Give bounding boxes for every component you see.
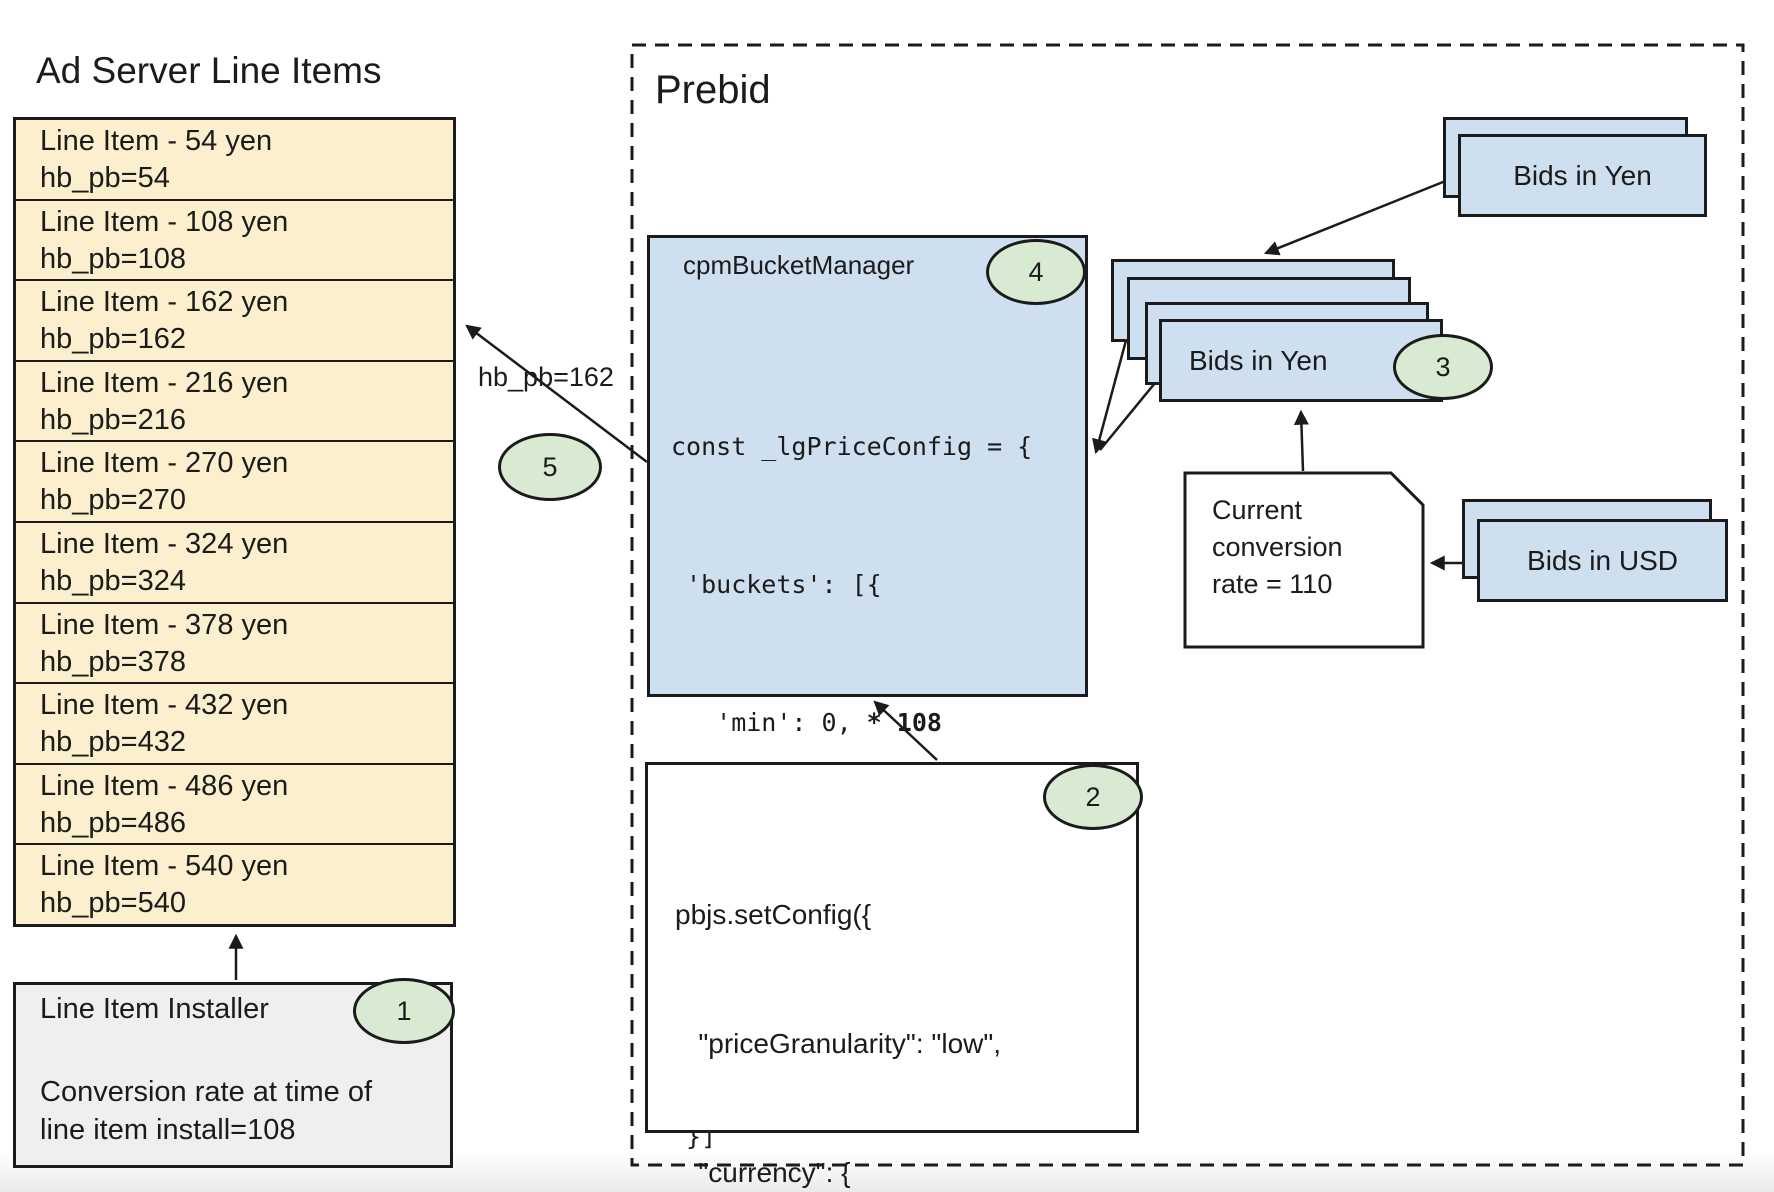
line-item-key: hb_pb=162 [40,323,186,356]
line-item-key: hb_pb=540 [40,887,186,920]
ad-server-title: Ad Server Line Items [36,50,382,91]
pbjs-setconfig-box: pbjs.setConfig({ "priceGranularity": "lo… [645,762,1139,1188]
line-item-key: hb_pb=432 [40,726,186,759]
line-item-key: hb_pb=54 [40,162,170,194]
line-item-row: Line Item - 324 yen hb_pb=324 [16,523,453,604]
line-item-name: Line Item - 324 yen [40,527,289,560]
installer-note: Conversion rate at time of line item ins… [40,1076,373,1146]
line-item-key: hb_pb=378 [40,645,186,678]
line-item-row: Line Item - 486 yen hb_pb=486 [16,765,453,846]
step-badge-3: 3 [1393,334,1493,400]
code-line: pbjs.setConfig({ [675,899,872,930]
line-item-row: Line Item - 378 yen hb_pb=378 [16,604,453,685]
line-item-row: Line Item - 216 yen hb_pb=216 [16,362,453,443]
arrow-incoming-yen-to-stack [1263,178,1449,256]
line-item-row: Line Item - 270 yen hb_pb=270 [16,442,453,523]
bids-in-usd-card: Bids in USD [1477,519,1728,602]
bids-in-yen-incoming-card: Bids in Yen [1458,134,1707,217]
code-line: "currency": { [675,1157,851,1188]
line-item-row: Line Item - 540 yen hb_pb=540 [16,845,453,924]
line-item-row: Line Item - 432 yen hb_pb=432 [16,684,453,765]
code-line: "priceGranularity": "low", [675,1028,1002,1059]
arrow-bucketmanager-to-lineitem-162 [465,324,648,463]
line-item-name: Line Item - 486 yen [40,769,289,802]
line-item-name: Line Item - 540 yen [40,850,289,883]
prebid-title: Prebid [655,68,771,112]
step-badge-1: 1 [353,978,455,1044]
line-item-key: hb_pb=108 [40,242,186,275]
conversion-note-box [1183,471,1425,649]
line-item-row: Line Item - 162 yen hb_pb=162 [16,281,453,362]
line-item-name: Line Item - 432 yen [40,689,289,722]
line-item-name: Line Item - 378 yen [40,608,289,641]
step-badge-2: 2 [1043,764,1143,830]
line-item-row: Line Item - 108 yen hb_pb=108 [16,201,453,282]
conversion-note-text: Current conversion rate = 110 [1212,495,1343,599]
prebid-dashed-frame [630,43,1745,1167]
pbjs-setconfig-code: pbjs.setConfig({ "priceGranularity": "lo… [675,807,1063,1192]
arrow-setconfig-to-bucketmanager [873,700,938,761]
line-item-name: Line Item - 54 yen [40,125,273,157]
step-badge-4: 4 [986,239,1086,305]
line-item-name: Line Item - 270 yen [40,447,289,480]
cpm-bucket-manager-title: cpmBucketManager [683,250,915,280]
code-line: 'min': 0, * 108 [671,708,942,737]
line-item-key: hb_pb=270 [40,484,186,517]
line-item-name: Line Item - 162 yen [40,286,289,319]
line-item-key: hb_pb=486 [40,806,186,839]
arrow-yen-stack-to-bucketmanager-b [1099,371,1165,451]
code-line: 'buckets': [{ [671,570,882,599]
line-item-table: Line Item - 54 yen hb_pb=54 Line Item - … [13,117,456,927]
line-item-name: Line Item - 108 yen [40,205,289,238]
line-item-name: Line Item - 216 yen [40,366,289,399]
step-badge-5: 5 [498,433,602,501]
line-item-row: Line Item - 54 yen hb_pb=54 [16,120,453,201]
code-line: const _lgPriceConfig = { [671,432,1033,461]
installer-title: Line Item Installer [40,993,269,1025]
hb-pb-arrow-label: hb_pb=162 [478,362,614,392]
line-item-key: hb_pb=324 [40,564,186,597]
line-item-key: hb_pb=216 [40,403,186,436]
arrow-note-to-yen-stack [1293,409,1309,472]
cpm-bucket-manager-box: cpmBucketManager const _lgPriceConfig = … [647,235,1088,1151]
